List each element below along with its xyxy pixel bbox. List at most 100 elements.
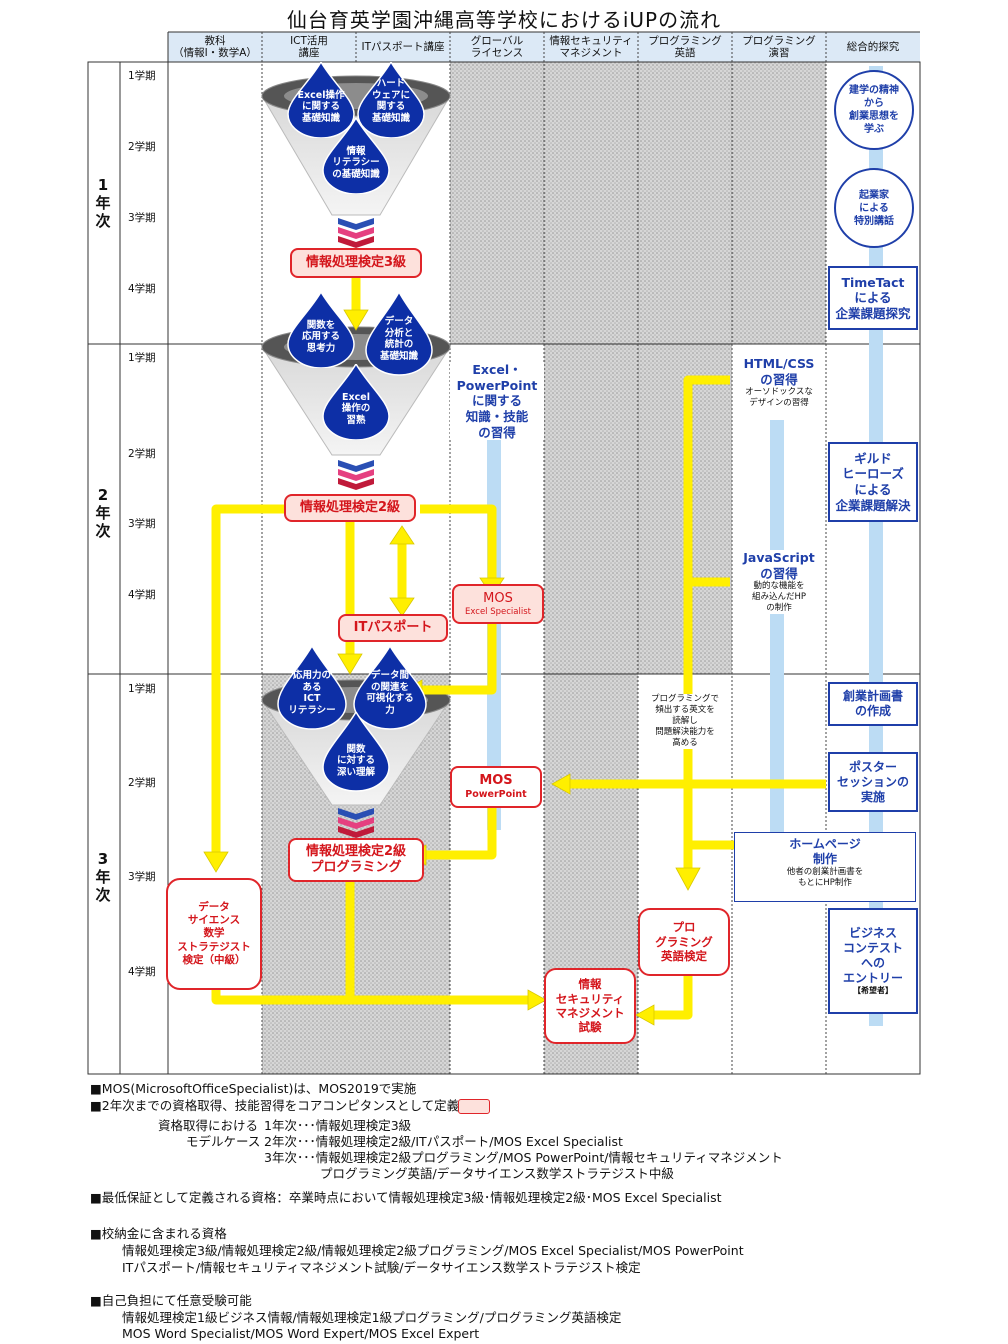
header-prog-ex: プログラミング 演習 bbox=[742, 35, 816, 59]
drop-label: Excel 操作の 習熟 bbox=[341, 391, 371, 426]
cert-mos-pp-sub: PowerPoint bbox=[465, 789, 527, 801]
header-global: グローバル ライセンス bbox=[470, 35, 524, 59]
drop-func-apply: 関数を 応用する 思考力 bbox=[286, 292, 356, 368]
cert-joho3: 情報処理検定3級 bbox=[290, 248, 422, 278]
term-1-2: 2学期 bbox=[128, 141, 156, 153]
cert-datasci: データ サイエンス 数学 ストラテジスト 検定（中級） bbox=[166, 878, 262, 990]
model-year-2: 2年次･･･情報処理検定2級/ITパスポート/MOS Excel Special… bbox=[264, 1134, 623, 1149]
drop-shape-icon bbox=[357, 62, 425, 138]
cert-joho2: 情報処理検定2級 bbox=[284, 494, 416, 522]
drop-label: 関数 に対する 深い理解 bbox=[336, 743, 375, 778]
cert-secmgmt: 情報 セキュリティ マネジメント 試験 bbox=[544, 968, 636, 1044]
term-1-1: 1学期 bbox=[128, 70, 156, 82]
term-1-4: 4学期 bbox=[128, 283, 156, 295]
cert-joho2-prog: 情報処理検定2級 プログラミング bbox=[288, 838, 424, 882]
model-year-3a: 3年次･･･情報処理検定2級プログラミング/MOS PowerPoint/情報セ… bbox=[264, 1150, 783, 1165]
core-legend-swatch bbox=[458, 1099, 490, 1114]
inquiry-contest-label: ビジネス コンテスト への エントリー bbox=[842, 926, 903, 985]
model-label-1: 資格取得における bbox=[158, 1118, 259, 1133]
drop-label: データ間 の関連を 可視化する 力 bbox=[366, 670, 414, 716]
term-2-1: 1学期 bbox=[128, 352, 156, 364]
term-1-3: 3学期 bbox=[128, 212, 156, 224]
header-subject: 教科 （情報Ⅰ・数学A） bbox=[173, 35, 257, 59]
inquiry-timetact: TimeTact による 企業課題探究 bbox=[828, 266, 918, 330]
term-2-2: 2学期 bbox=[128, 448, 156, 460]
term-2-4: 4学期 bbox=[128, 589, 156, 601]
chevron-1 bbox=[338, 218, 374, 248]
model-label-2: モデルケース bbox=[186, 1134, 261, 1149]
progex-hp: ホームページ 制作 他者の創業計画書を もとにHP制作 bbox=[734, 832, 916, 902]
drop-shape-icon bbox=[365, 292, 433, 376]
header-security: 情報セキュリティ マネジメント bbox=[549, 35, 633, 59]
drop-excel-mastery: Excel 操作の 習熟 bbox=[321, 364, 391, 440]
cert-mos-pp-title: MOS bbox=[479, 772, 513, 788]
cert-mos-pp: MOS PowerPoint bbox=[450, 766, 542, 808]
drop-label: 情報 リテラシー の基礎知識 bbox=[332, 145, 380, 180]
header-prog-eng: プログラミング 英語 bbox=[648, 35, 722, 59]
cert-mos-excel: MOS Excel Specialist bbox=[452, 584, 544, 624]
year-3-label: 3 年 次 bbox=[95, 850, 113, 904]
progex-hp-sub: 他者の創業計画書を もとにHP制作 bbox=[786, 867, 864, 889]
inquiry-contest: ビジネス コンテスト への エントリー 【希望者】 bbox=[828, 908, 918, 1014]
progex-js-title: JavaScript の習得 bbox=[743, 550, 815, 581]
drop-data-analysis: データ 分析と 統計の 基礎知識 bbox=[364, 292, 434, 376]
term-3-2: 2学期 bbox=[128, 777, 156, 789]
drop-label: 応用力の ある ICT リテラシー bbox=[288, 670, 336, 716]
progex-html-title: HTML/CSS の習得 bbox=[743, 356, 815, 387]
drop-shape-icon bbox=[277, 646, 347, 730]
inquiry-poster: ポスター セッションの 実施 bbox=[828, 752, 918, 812]
progex-html: HTML/CSS の習得 オーソドックスな デザインの習得 bbox=[734, 356, 824, 410]
header-itpass: ITパスポート講座 bbox=[361, 41, 445, 53]
term-3-3: 3学期 bbox=[128, 871, 156, 883]
page-title: 仙台育英学園沖縄高等学校におけるiUPの流れ bbox=[286, 8, 722, 32]
progex-js: JavaScript の習得 動的な機能を 組み込んだHP の制作 bbox=[734, 550, 824, 615]
cert-mos-excel-sub: Excel Specialist bbox=[465, 606, 531, 617]
progex-hp-title: ホームページ 制作 bbox=[789, 837, 861, 866]
drop-shape-icon bbox=[287, 292, 355, 368]
drop-label: データ 分析と 統計の 基礎知識 bbox=[379, 316, 418, 362]
drop-label: Excel操作 に関する 基礎知識 bbox=[297, 89, 345, 124]
term-2-3: 3学期 bbox=[128, 518, 156, 530]
security-col-shade bbox=[544, 344, 638, 1074]
shaded-cols-y1 bbox=[544, 62, 826, 344]
note-mos: ■MOS(MicrosoftOfficeSpecialist)は、MOS2019… bbox=[90, 1081, 417, 1096]
note-optional-b: MOS Word Specialist/MOS Word Expert/MOS … bbox=[122, 1326, 480, 1341]
term-3-4: 4学期 bbox=[128, 966, 156, 978]
note-core: ■2年次までの資格取得、技能習得をコアコンピタンスとして定義 bbox=[90, 1098, 460, 1113]
year-2-label: 2 年 次 bbox=[95, 486, 113, 540]
model-year-3b: プログラミング英語/データサイエンス数学ストラテジスト中級 bbox=[320, 1166, 674, 1181]
drop-excel-basic: Excel操作 に関する 基礎知識 bbox=[286, 62, 356, 138]
drop-label: 関数を 応用する 思考力 bbox=[301, 319, 340, 354]
note-included: ■校納金に含まれる資格 bbox=[90, 1226, 227, 1241]
drop-literacy: 情報 リテラシー の基礎知識 bbox=[321, 118, 391, 194]
drop-shape-icon bbox=[322, 364, 390, 440]
progex-js-sub: 動的な機能を 組み込んだHP の制作 bbox=[751, 581, 807, 614]
inquiry-circle-2: 起業家 による 特別講話 bbox=[834, 168, 914, 248]
inquiry-business-plan: 創業計画書 の作成 bbox=[828, 682, 918, 726]
note-minimum: ■最低保証として定義される資格：卒業時点において情報処理検定3級･情報処理検定2… bbox=[90, 1190, 722, 1205]
progex-bar bbox=[770, 420, 784, 840]
drop-hardware: ハード ウェアに 関する 基礎知識 bbox=[356, 62, 426, 138]
drop-shape-icon bbox=[322, 118, 390, 194]
drop-data-visualize: データ間 の関連を 可視化する 力 bbox=[352, 646, 428, 730]
header-inquiry: 総合的探究 bbox=[846, 41, 900, 53]
global-text: Excel・ PowerPoint に関する 知識・技能 の習得 bbox=[450, 362, 544, 441]
model-year-1: 1年次･･･情報処理検定3級 bbox=[264, 1118, 412, 1133]
prog-eng-note: プログラミングで 頻出する英文を 読解し 問題解決能力を 高める bbox=[640, 694, 730, 750]
cert-itpass: ITパスポート bbox=[338, 614, 448, 642]
drop-ict-literacy: 応用力の ある ICT リテラシー bbox=[276, 646, 348, 730]
drop-shape-icon bbox=[353, 646, 427, 730]
chevron-2 bbox=[338, 460, 374, 490]
drop-shape-icon bbox=[322, 712, 390, 792]
drop-func-deep: 関数 に対する 深い理解 bbox=[321, 712, 391, 792]
cert-prog-eng: プロ グラミング 英語検定 bbox=[638, 908, 730, 976]
global-license-col-y1 bbox=[450, 62, 544, 344]
note-included-b: ITパスポート/情報セキュリティマネジメント試験/データサイエンス数学ストラテジ… bbox=[122, 1260, 641, 1275]
chevron-3 bbox=[338, 808, 374, 838]
note-optional-a: 情報処理検定1級ビジネス情報/情報処理検定1級プログラミング/プログラミング英語… bbox=[122, 1310, 622, 1325]
cert-mos-excel-title: MOS bbox=[483, 590, 513, 606]
note-included-a: 情報処理検定3級/情報処理検定2級/情報処理検定2級プログラミング/MOS Ex… bbox=[122, 1243, 744, 1258]
year-1-label: 1 年 次 bbox=[95, 176, 113, 230]
inquiry-contest-note: 【希望者】 bbox=[853, 986, 893, 995]
